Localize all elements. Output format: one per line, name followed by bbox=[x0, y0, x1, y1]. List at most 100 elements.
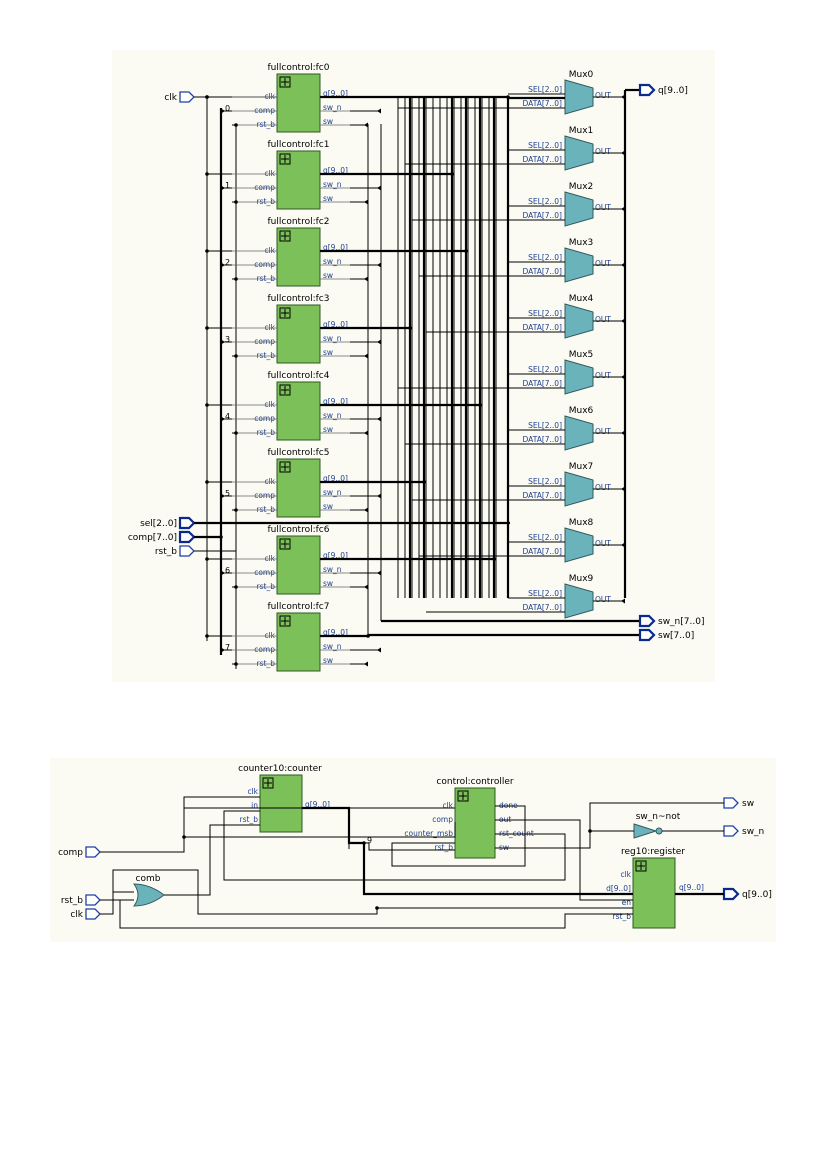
output-port-sw[interactable]: sw[7..0] bbox=[638, 628, 694, 642]
output-port-q-bottom[interactable]: q[9..0] bbox=[722, 887, 772, 901]
mux-title-8: Mux8 bbox=[569, 518, 594, 528]
fullcontrol-body-2 bbox=[276, 227, 321, 287]
fc5-sw-arrow bbox=[364, 507, 368, 513]
output-port-sw-n[interactable]: sw_n[7..0] bbox=[638, 614, 704, 628]
expand-icon-fc7[interactable] bbox=[279, 615, 291, 627]
fullcontrol-block-2[interactable]: fullcontrol:fc2clkcomprst_bq[9..0]sw_nsw… bbox=[205, 217, 468, 287]
mux9-out-arrow bbox=[621, 598, 625, 604]
mux4-pin-out: OUT bbox=[595, 315, 611, 324]
mux1-pin-data: DATA[7..0] bbox=[523, 155, 563, 164]
fc1-pin-clk: clk bbox=[264, 169, 275, 178]
expand-icon-fc1[interactable] bbox=[279, 153, 291, 165]
input-port-clk[interactable]: clk bbox=[164, 91, 195, 103]
fc6-pin-rst_b: rst_b bbox=[257, 582, 276, 591]
input-port-rst-b-bottom[interactable]: rst_b bbox=[61, 894, 101, 906]
fullcontrol-title-3: fullcontrol:fc3 bbox=[268, 294, 330, 304]
or-gate[interactable]: comb bbox=[133, 874, 165, 907]
fc1-clk-dot bbox=[205, 172, 209, 176]
fc5-swn-arrow bbox=[377, 493, 381, 499]
counter-pin-clk: clk bbox=[247, 787, 258, 796]
fc7-clk-dot bbox=[205, 634, 209, 638]
expand-icon-fc6[interactable] bbox=[279, 538, 291, 550]
expand-icon-fc5-box bbox=[279, 461, 291, 473]
fullcontrol-block-3[interactable]: fullcontrol:fc3clkcomprst_bq[9..0]sw_nsw… bbox=[205, 294, 412, 364]
input-port-sel[interactable]: sel[2..0] bbox=[140, 516, 196, 530]
input-port-rst-b-label: rst_b bbox=[155, 547, 177, 557]
fc2-pin-sw_n: sw_n bbox=[323, 257, 342, 266]
fc3-rst-dot bbox=[234, 354, 238, 358]
controller-pin-rst_b: rst_b bbox=[435, 843, 454, 852]
fc4-rst-dot bbox=[234, 431, 238, 435]
mux7-pin-out: OUT bbox=[595, 483, 611, 492]
mux8-pin-sel: SEL[2..0] bbox=[528, 533, 562, 542]
mux9-pin-out: OUT bbox=[595, 595, 611, 604]
fc0-index: 0 bbox=[225, 104, 230, 113]
output-port-sw-bottom[interactable]: sw bbox=[723, 797, 754, 809]
counter-pin-in: in bbox=[251, 801, 258, 810]
fullcontrol-block-1[interactable]: fullcontrol:fc1clkcomprst_bq[9..0]sw_nsw… bbox=[205, 140, 454, 210]
fc7-comp-arrow bbox=[221, 647, 225, 653]
bottom-wire-8 bbox=[495, 802, 724, 849]
fullcontrol-block-0[interactable]: fullcontrol:fc0clkcomprst_bq[9..0]sw_nsw… bbox=[205, 63, 510, 133]
fc5-pin-comp: comp bbox=[254, 491, 275, 500]
fullcontrol-block-7[interactable]: fullcontrol:fc7clkcomprst_bq[9..0]sw_nsw… bbox=[205, 602, 381, 672]
expand-icon-fc0-box bbox=[279, 76, 291, 88]
output-port-sw-n-label: sw_n[7..0] bbox=[658, 617, 704, 627]
fullcontrol-title-6: fullcontrol:fc6 bbox=[268, 525, 330, 535]
mux-title-5: Mux5 bbox=[569, 350, 594, 360]
input-port-comp-bottom[interactable]: comp bbox=[58, 846, 101, 858]
top-panel bbox=[112, 50, 715, 682]
fc1-index: 1 bbox=[225, 181, 230, 190]
expand-icon-register[interactable] bbox=[635, 860, 647, 872]
output-port-sw-bottom-label: sw bbox=[742, 799, 754, 809]
fullcontrol-title-7: fullcontrol:fc7 bbox=[268, 602, 330, 612]
output-port-sw-n-bottom[interactable]: sw_n bbox=[723, 825, 764, 837]
fullcontrol-body-4 bbox=[276, 381, 321, 441]
fullcontrol-block-4[interactable]: fullcontrol:fc4clkcomprst_bq[9..0]sw_nsw… bbox=[205, 371, 482, 441]
input-port-clk-bottom-icon bbox=[85, 908, 101, 920]
expand-icon-fc3[interactable] bbox=[279, 307, 291, 319]
fc1-pin-comp: comp bbox=[254, 183, 275, 192]
output-port-q-label: q[9..0] bbox=[658, 86, 688, 96]
expand-icon-fc5[interactable] bbox=[279, 461, 291, 473]
fc2-clk-dot bbox=[205, 249, 209, 253]
mux0-pin-data: DATA[7..0] bbox=[523, 99, 563, 108]
mux-body-2 bbox=[564, 191, 594, 227]
expand-icon-fc0[interactable] bbox=[279, 76, 291, 88]
input-port-comp[interactable]: comp[7..0] bbox=[128, 530, 196, 544]
fc7-swn-arrow bbox=[377, 647, 381, 653]
fullcontrol-block-5[interactable]: fullcontrol:fc5clkcomprst_bq[9..0]sw_nsw… bbox=[205, 448, 426, 518]
fc6-pin-sw_n: sw_n bbox=[323, 565, 342, 574]
expand-icon-controller[interactable] bbox=[457, 790, 469, 802]
input-port-rst-b[interactable]: rst_b bbox=[155, 545, 195, 557]
fullcontrol-body-3 bbox=[276, 304, 321, 364]
input-port-rst-b-bottom-icon bbox=[85, 894, 101, 906]
output-port-q[interactable]: q[9..0] bbox=[638, 83, 688, 97]
expand-icon-fc2[interactable] bbox=[279, 230, 291, 242]
not-gate[interactable]: sw_n~not bbox=[633, 812, 681, 839]
fc7-pin-comp: comp bbox=[254, 645, 275, 654]
counter-body bbox=[259, 774, 303, 833]
fc4-sw-arrow bbox=[364, 430, 368, 436]
expand-icon-counter[interactable] bbox=[262, 777, 274, 789]
fc5-pin-q90: q[9..0] bbox=[323, 474, 348, 483]
fc1-swn-arrow bbox=[377, 185, 381, 191]
expand-icon-fc4[interactable] bbox=[279, 384, 291, 396]
mux-body-3 bbox=[564, 247, 594, 283]
input-port-clk-bottom[interactable]: clk bbox=[70, 908, 101, 920]
fc2-pin-rst_b: rst_b bbox=[257, 274, 276, 283]
fullcontrol-block-6[interactable]: fullcontrol:fc6clkcomprst_bq[9..0]sw_nsw… bbox=[205, 525, 496, 595]
mux9-pin-sel: SEL[2..0] bbox=[528, 589, 562, 598]
fc4-pin-comp: comp bbox=[254, 414, 275, 423]
